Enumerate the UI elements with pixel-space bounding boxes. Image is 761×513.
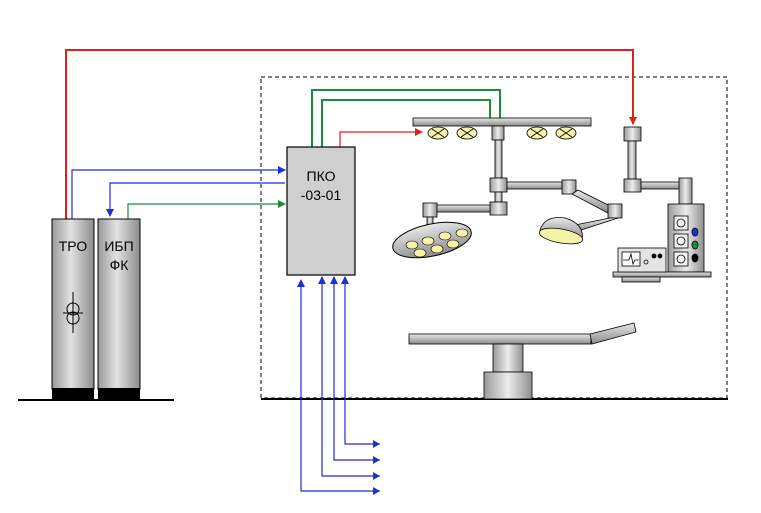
surgical-lamp-small-icon bbox=[538, 217, 584, 245]
cabinet-ups: ИБП ФК bbox=[97, 218, 141, 400]
power-line-red bbox=[65, 49, 637, 220]
supply-line-bottom-3 bbox=[330, 276, 380, 461]
control-line-green-inner bbox=[321, 99, 491, 148]
supply-line-bottom-2 bbox=[318, 276, 380, 477]
panel-pko-label-line1: ПКО bbox=[307, 168, 336, 184]
ceiling-light-bar bbox=[412, 117, 592, 140]
supply-line-bottom-4 bbox=[341, 276, 380, 445]
ceiling-console-arm bbox=[623, 126, 693, 205]
cabinet-ups-label-line2: ФК bbox=[110, 257, 130, 273]
cabinet-tro-label: ТРО bbox=[59, 238, 88, 254]
cabinet-tro: ТРО bbox=[51, 218, 95, 400]
panel-pko: ПКО -03-01 bbox=[286, 146, 356, 276]
cabinet-ups-label-line1: ИБП bbox=[104, 238, 133, 254]
panel-pko-label-line2: -03-01 bbox=[301, 187, 342, 203]
power-line-red-lights bbox=[339, 128, 423, 148]
operating-room-boundary bbox=[260, 76, 728, 399]
control-line-green-outer bbox=[311, 89, 501, 148]
medical-monitor-icon bbox=[612, 247, 712, 283]
operating-table-icon bbox=[408, 322, 637, 400]
power-outlet-console-icon bbox=[667, 203, 705, 273]
supply-line-bottom-1 bbox=[297, 279, 380, 492]
control-line-green-ups bbox=[127, 200, 286, 220]
surgical-lamp-icon bbox=[392, 221, 472, 259]
supply-line-blue-1 bbox=[71, 166, 286, 220]
supply-line-blue-2 bbox=[106, 182, 285, 217]
surgical-lamp-arm bbox=[422, 125, 623, 233]
transformer-symbol-icon bbox=[63, 292, 83, 333]
